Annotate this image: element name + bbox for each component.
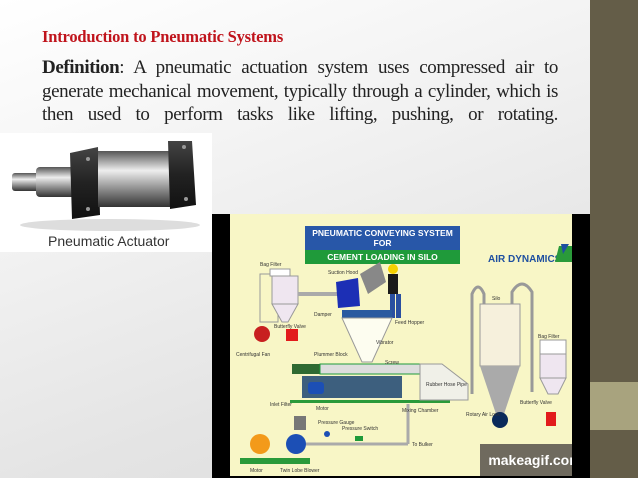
definition-label: Definition (42, 57, 120, 78)
label-twin-lobe-blower: Twin Lobe Blower (280, 468, 320, 474)
label-rotary-air-lock: Rotary Air Lock (466, 412, 500, 418)
label-feed-hopper: Feed Hopper (395, 320, 425, 326)
slide-sidebar (590, 0, 638, 478)
label-screw: Screw (385, 360, 399, 366)
sidebar-accent-band (590, 382, 638, 430)
diagram-canvas: PNEUMATIC CONVEYING SYSTEM FOR CEMENT LO… (230, 214, 572, 476)
label-pressure-gauge: Pressure Gauge (318, 420, 355, 426)
label-butterfly-valve-left: Butterfly Valve (274, 324, 306, 330)
label-butterfly-valve-right: Butterfly Valve (520, 400, 552, 406)
label-motor-top: Motor (316, 406, 329, 412)
label-bag-filter-left: Bag Filter (260, 262, 282, 268)
pneumatic-cylinder-icon (12, 141, 200, 231)
definition-text: : A pneumatic actuation system uses comp… (42, 57, 558, 125)
label-vibrator: Vibrator (376, 340, 394, 346)
label-suction-hood: Suction Hood (328, 270, 359, 276)
label-silo: Silo (492, 296, 501, 302)
air-dynamics-logo-icon (555, 244, 572, 262)
label-inlet-filter: Inlet Filter (270, 402, 292, 408)
label-bag-filter-right: Bag Filter (538, 334, 560, 340)
makeagif-watermark: makeagif.com (480, 444, 572, 476)
actuator-caption: Pneumatic Actuator (48, 233, 170, 249)
label-plummer-block: Plummer Block (314, 352, 348, 358)
label-damper: Damper (314, 312, 332, 318)
label-centrifugal-fan: Centrifugal Fan (236, 352, 271, 358)
actuator-image: Pneumatic Actuator (0, 133, 212, 252)
definition-paragraph: Definition: A pneumatic actuation system… (42, 56, 558, 127)
label-motor-bottom: Motor (250, 468, 263, 474)
conveying-diagram-drawing (240, 262, 567, 464)
label-to-bulker: To Bulker (412, 442, 433, 448)
label-pressure-switch: Pressure Switch (342, 426, 379, 432)
diagram-title: PNEUMATIC CONVEYING SYSTEM FOR CEMENT LO… (305, 226, 460, 264)
label-mixing-chamber: Mixing Chamber (402, 408, 439, 414)
slide-title: Introduction to Pneumatic Systems (42, 27, 284, 46)
conveying-system-animation: PNEUMATIC CONVEYING SYSTEM FOR CEMENT LO… (212, 214, 590, 478)
air-dynamics-logo: AIR DYNAMICS (488, 254, 562, 265)
label-rubber-hose-pipe: Rubber Hose Pipe (426, 382, 467, 388)
